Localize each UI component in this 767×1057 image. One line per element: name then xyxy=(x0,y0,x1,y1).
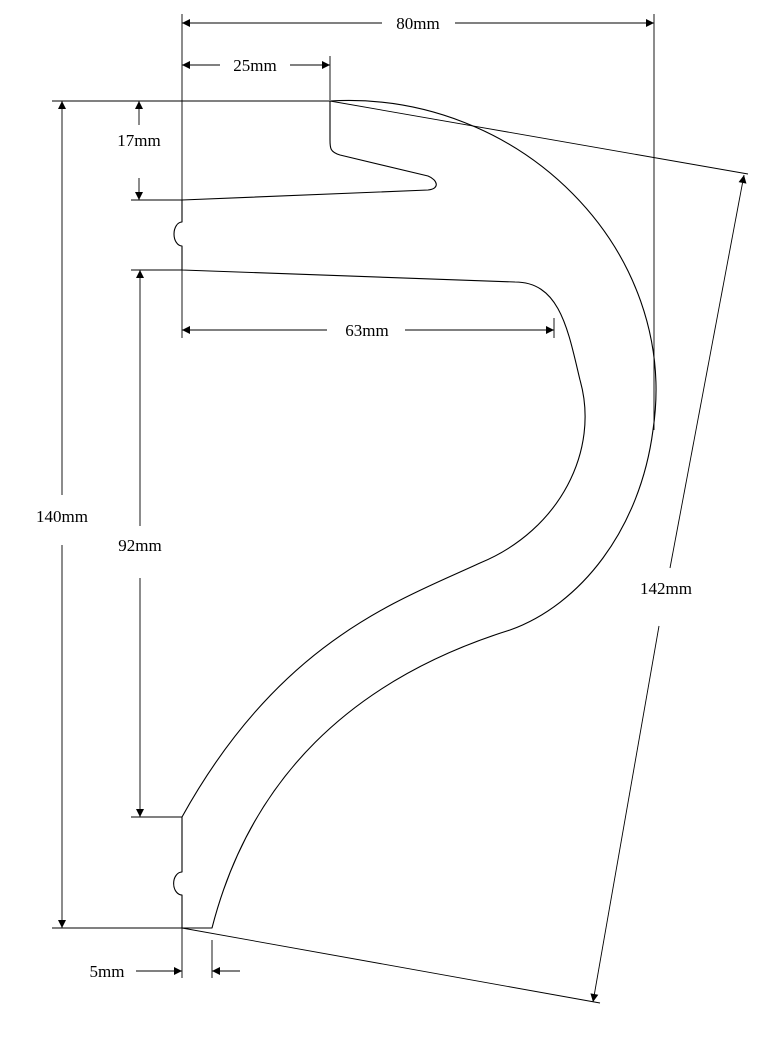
dim-bottom-offset: 5mm xyxy=(90,962,240,981)
dim-inner-width-label: 63mm xyxy=(345,321,388,340)
dim-inner-width: 63mm xyxy=(182,321,554,340)
dim-inner-height-label: 92mm xyxy=(118,536,161,555)
extension-lines xyxy=(52,14,749,1004)
dim-diagonal-length-label: 142mm xyxy=(640,579,692,598)
dim-overall-height-label: 140mm xyxy=(36,507,88,526)
dim-diagonal-length: 142mm xyxy=(590,174,747,1003)
dim-overall-width-label: 80mm xyxy=(396,14,439,33)
dim-top-offset-label: 25mm xyxy=(233,56,276,75)
dim-overall-height: 140mm xyxy=(36,101,88,928)
dim-top-gap-label: 17mm xyxy=(117,131,160,150)
dim-top-gap: 17mm xyxy=(117,101,161,200)
dim-inner-height: 92mm xyxy=(118,270,162,817)
dim-bottom-offset-label: 5mm xyxy=(90,962,125,981)
dim-overall-width: 80mm xyxy=(182,14,654,33)
dim-top-offset: 25mm xyxy=(182,56,330,75)
profile-outline xyxy=(173,99,657,929)
